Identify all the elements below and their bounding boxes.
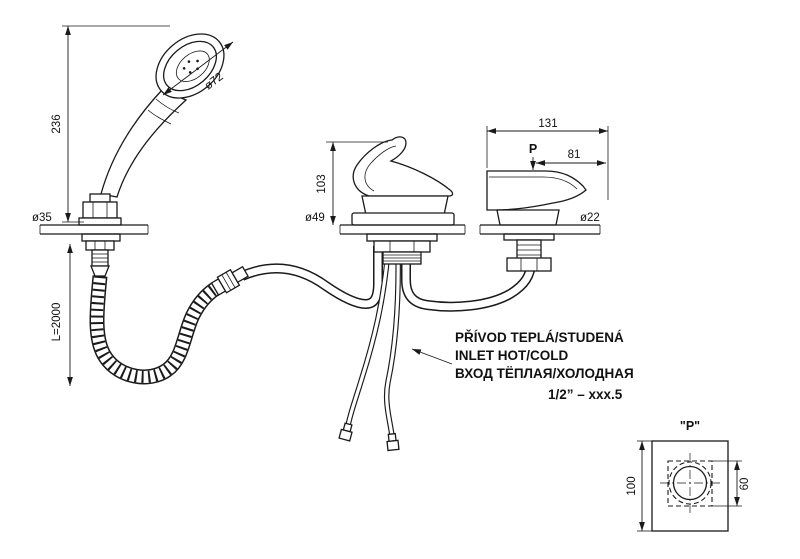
- dimension-81: 81: [536, 149, 606, 166]
- dim-dia22-label: ø22: [580, 212, 600, 224]
- detail-p-title: "P": [680, 419, 700, 433]
- dim-131-label: 131: [538, 118, 557, 130]
- spout-supply-pipe: [401, 244, 536, 312]
- inlet-hose-fitting: [338, 422, 353, 442]
- dim-dia35-label: ø35: [32, 212, 52, 224]
- dimension-60: 60: [712, 460, 751, 507]
- inlet-note-en: INLET HOT/COLD: [455, 348, 568, 363]
- dimension-100: 100: [626, 440, 652, 532]
- spout-escutcheon: [496, 209, 560, 226]
- detail-p-view: "P" 100 60: [626, 419, 751, 532]
- hand-shower: [100, 33, 225, 198]
- section-p-label: P: [529, 142, 537, 156]
- shower-hose: [89, 265, 249, 385]
- under-deck-pipes: [240, 244, 536, 452]
- holder-flange: [78, 217, 122, 226]
- hose-connector-nut: [210, 265, 249, 296]
- dimension-131: 131: [486, 118, 609, 200]
- dimension-103: 103: [316, 141, 388, 225]
- spout: [486, 170, 587, 272]
- detail-cutout-square: [667, 460, 713, 507]
- dim-100-label: 100: [626, 476, 638, 495]
- dimension-236: 236: [51, 25, 170, 223]
- dim-60-label: 60: [739, 478, 751, 491]
- dim-236-label: 236: [51, 114, 63, 133]
- deck-right: [479, 224, 601, 235]
- spout-body: [486, 170, 587, 211]
- inlet-thread-size: 1/2” – xxx.5: [548, 387, 623, 402]
- mixer-locknut: [373, 240, 431, 253]
- dim-dia49-label: ø49: [305, 212, 325, 224]
- dim-hose-length-label: L=2000: [51, 303, 63, 342]
- inlet-note-cs: PŘÍVOD TEPLÁ/STUDENÁ: [455, 330, 624, 345]
- dim-81-label: 81: [568, 149, 581, 161]
- deck-left: [39, 224, 149, 235]
- deck-center: [339, 224, 466, 235]
- mixer-escutcheon: [351, 212, 455, 226]
- inlet-hose-fitting: [386, 432, 400, 452]
- corrugated-hose: [91, 275, 219, 383]
- inlet-note: PŘÍVOD TEPLÁ/STUDENÁ INLET HOT/COLD ВХОД…: [411, 330, 634, 402]
- mixer-body: [361, 195, 449, 216]
- inlet-note-ru: ВХОД ТЁПЛАЯ/ХОЛОДНАЯ: [455, 366, 634, 381]
- holder-nut: [82, 201, 118, 219]
- dim-103-label: 103: [316, 174, 328, 193]
- shower-holder: [78, 193, 122, 277]
- mixer-lever: [352, 136, 454, 197]
- dimension-hose-length: L=2000: [51, 244, 73, 386]
- detail-outer-plate: [651, 440, 729, 532]
- mixer: [351, 136, 455, 265]
- shower-handle: [100, 89, 188, 198]
- holder-locknut: [85, 240, 115, 251]
- spout-locknut: [506, 257, 552, 272]
- section-mark-p: P: [529, 142, 537, 170]
